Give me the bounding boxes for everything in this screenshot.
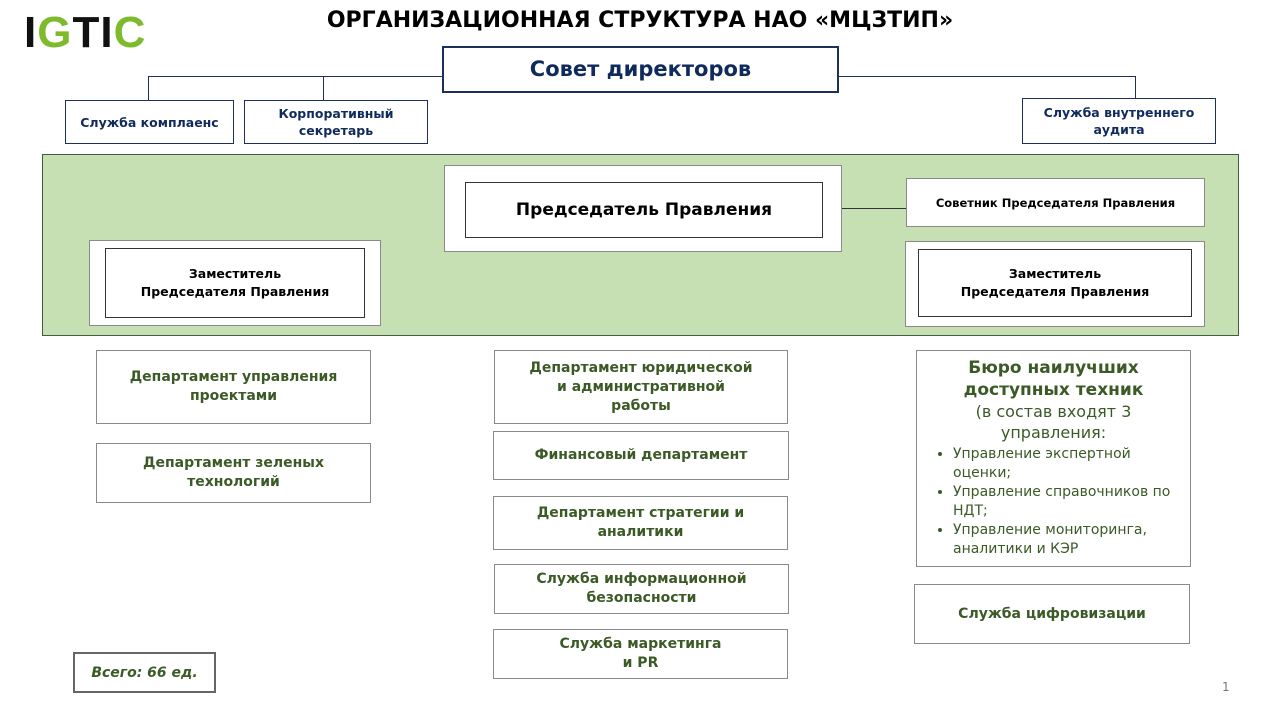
legal-admin-department: Департамент юридической и административно…: [494, 350, 788, 424]
label: секретарь: [298, 123, 374, 138]
board-of-directors: Совет директоров: [442, 46, 839, 93]
strategy-analytics-department: Департамент стратегии и аналитики: [493, 496, 788, 550]
advisor-to-chairman: Советник Председателя Правления: [906, 178, 1205, 227]
label: Председателя Правления: [140, 284, 330, 299]
label: Департамент управления: [129, 369, 338, 385]
label: аналитики: [597, 524, 684, 540]
label: Департамент зеленых: [142, 455, 324, 471]
bureau-item: Управление справочников по НДТ;: [953, 483, 1190, 521]
green-technologies-department: Департамент зеленых технологий: [96, 443, 371, 503]
label: Служба внутреннего: [1043, 105, 1195, 120]
page-title: ОРГАНИЗАЦИОННАЯ СТРУКТУРА НАО «МЦЗТИП»: [326, 8, 954, 33]
finance-department: Финансовый департамент: [493, 431, 789, 480]
label: Департамент стратегии и: [536, 505, 745, 521]
label: работы: [611, 397, 671, 414]
label: Заместитель: [188, 266, 282, 281]
marketing-pr-service: Служба маркетинга и PR: [493, 629, 788, 679]
bureau-item: Управление экспертной оценки;: [953, 445, 1190, 483]
digitalization-service: Служба цифровизации: [914, 584, 1190, 644]
corporate-secretary: Корпоративный секретарь: [244, 100, 428, 144]
label: технологий: [187, 474, 280, 490]
project-management-department: Департамент управления проектами: [96, 350, 371, 424]
label: Служба информационной: [536, 571, 747, 587]
bureau-title: доступных техник: [963, 380, 1144, 400]
page-number: 1: [1222, 680, 1230, 694]
bureau-title: Бюро наилучших: [968, 358, 1139, 378]
compliance-service: Служба комплаенс: [65, 100, 234, 144]
bureau-subtitle: управления:: [1000, 423, 1107, 442]
label: Финансовый департамент: [534, 447, 748, 463]
label: и PR: [622, 655, 659, 671]
bureau-subtitle: (в состав входят 3: [975, 402, 1132, 421]
label: аудита: [1093, 122, 1145, 137]
label: Корпоративный: [278, 106, 394, 121]
label: Департамент юридической: [529, 359, 753, 376]
label: Заместитель: [1008, 266, 1102, 281]
internal-audit-service: Служба внутреннего аудита: [1022, 98, 1216, 144]
logo: IGTIC: [24, 8, 147, 57]
bureau-item: Управление мониторинга, аналитики и КЭР: [953, 521, 1190, 559]
label: проектами: [189, 388, 278, 404]
total-headcount: Всего: 66 ед.: [73, 652, 216, 693]
label: Служба маркетинга: [559, 636, 722, 652]
label: и административной: [557, 378, 725, 395]
information-security-service: Служба информационной безопасности: [494, 564, 789, 614]
chairman: Председатель Правления: [465, 182, 823, 238]
label: Председателя Правления: [960, 284, 1150, 299]
label: безопасности: [586, 590, 697, 606]
